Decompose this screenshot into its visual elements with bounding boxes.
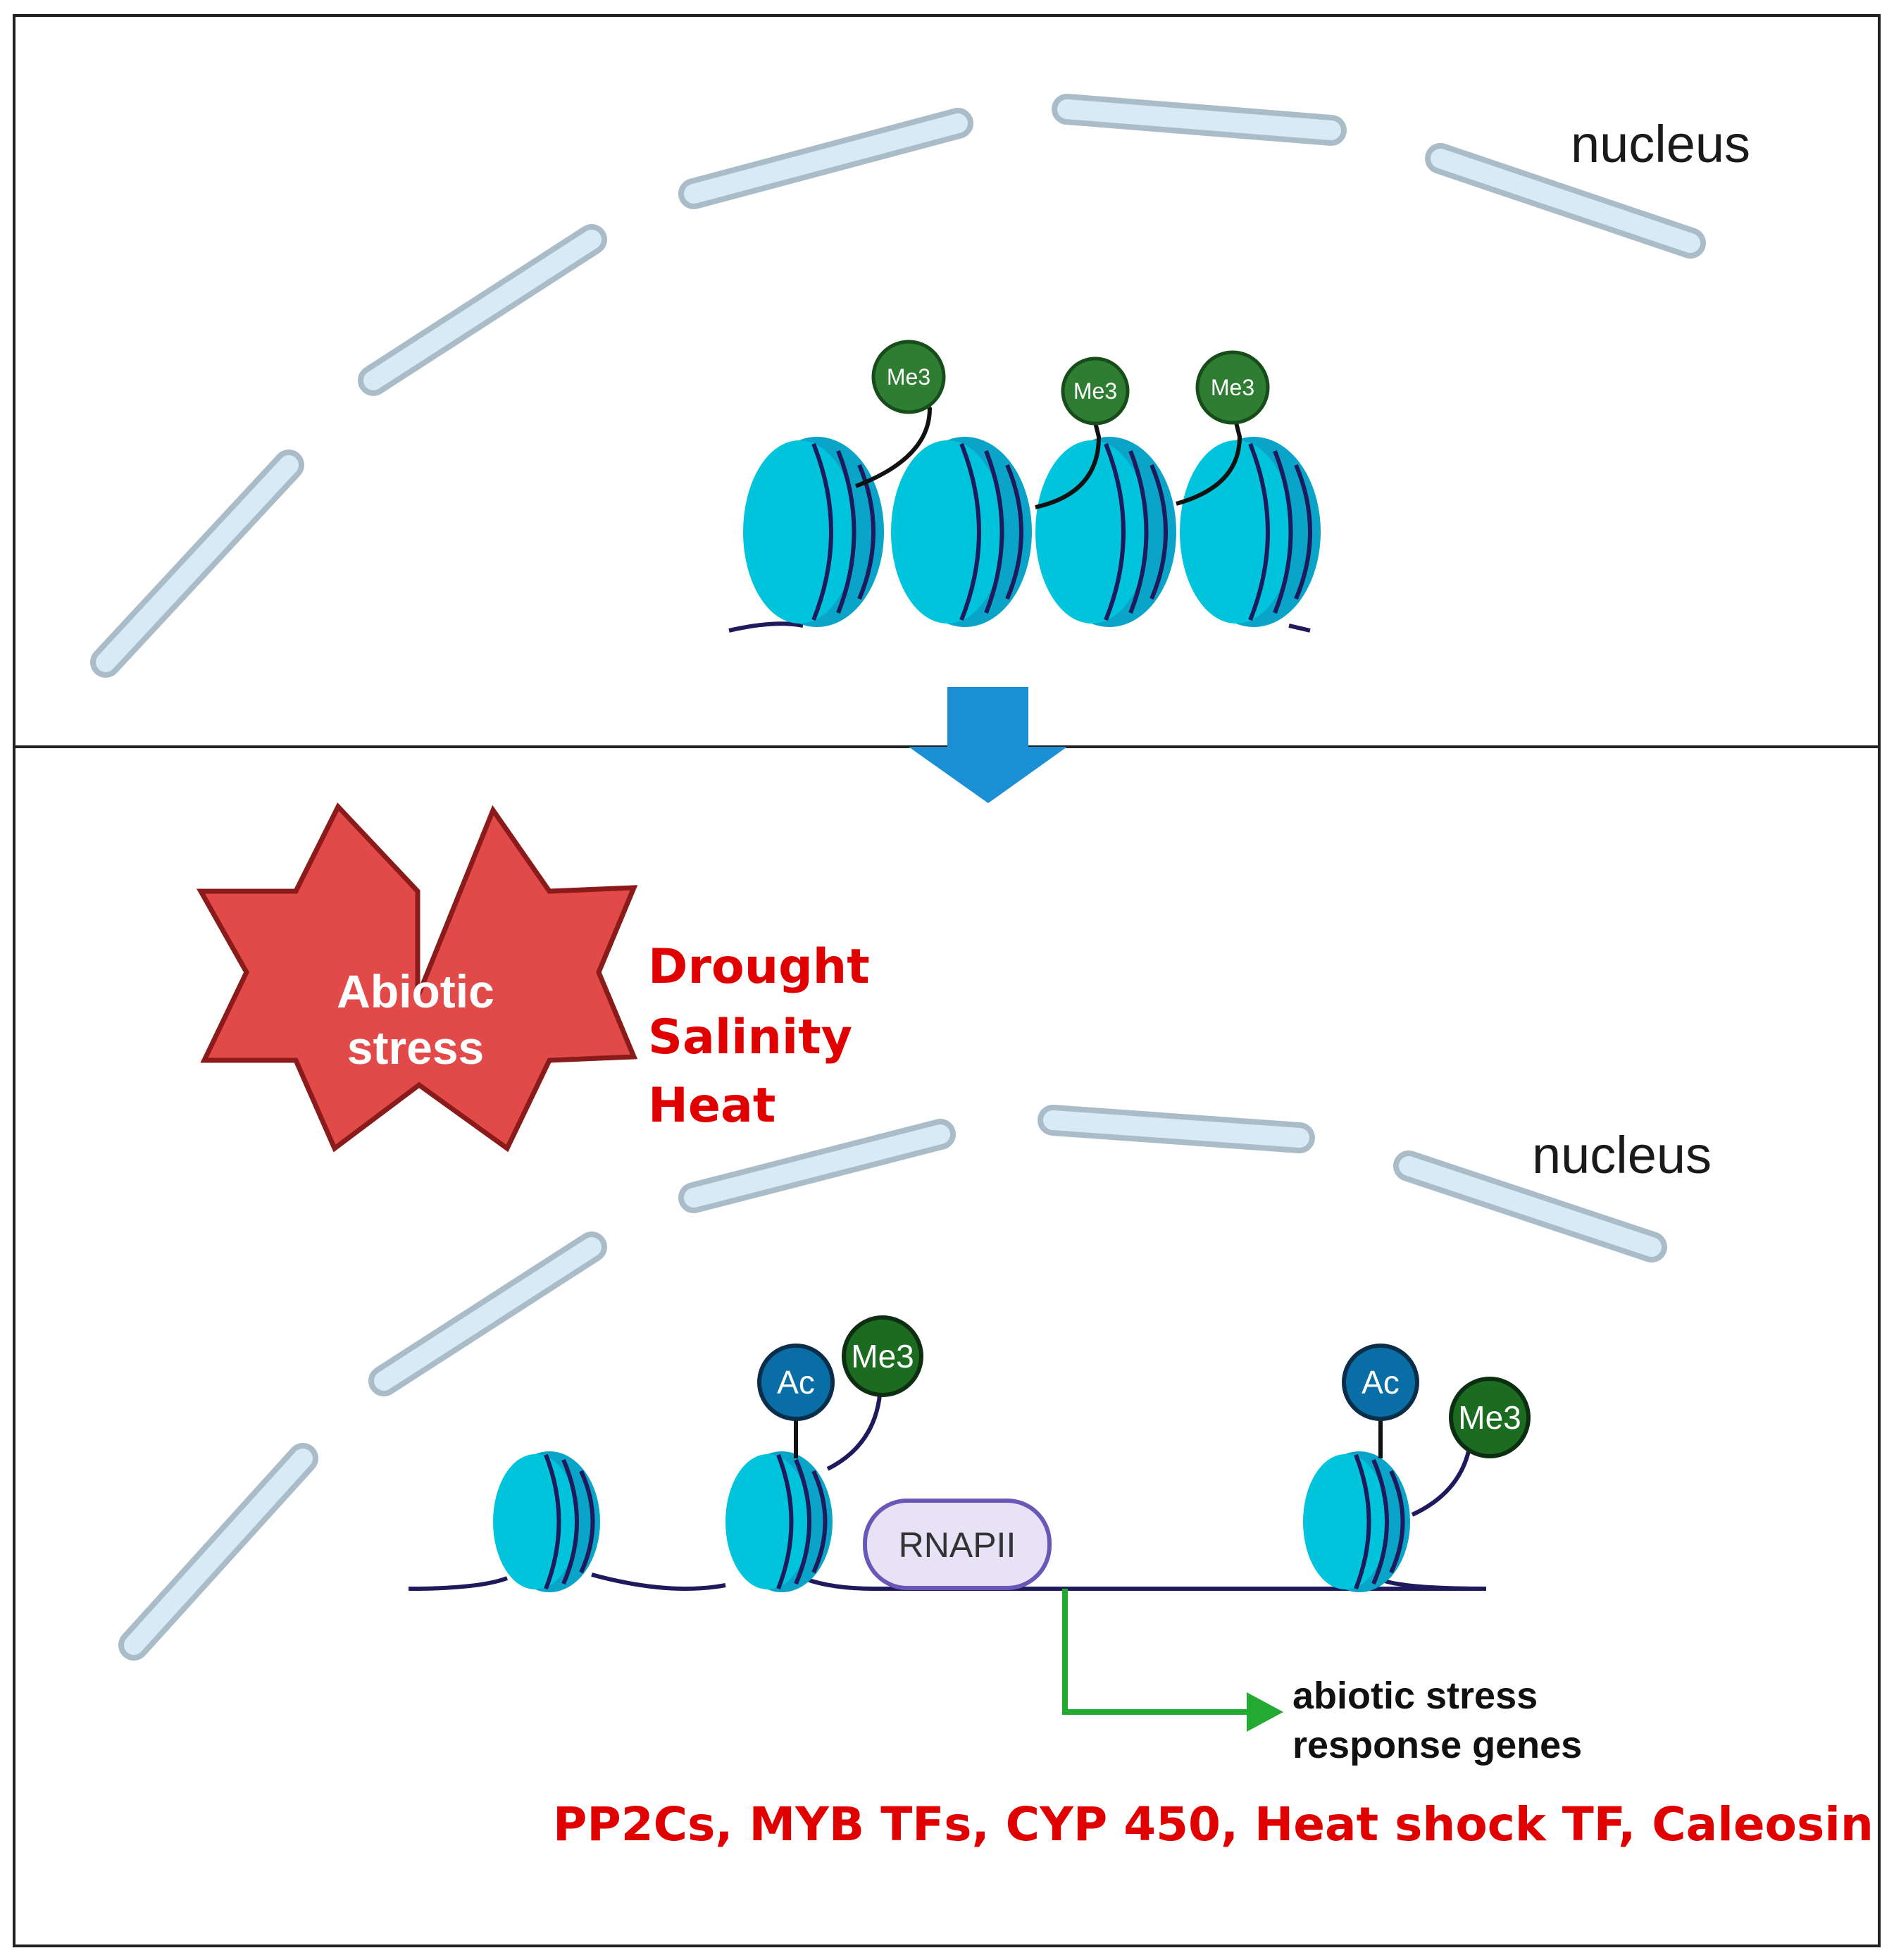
svg-text:Ac: Ac bbox=[1362, 1364, 1400, 1401]
svg-text:Me3: Me3 bbox=[851, 1338, 914, 1375]
nucleosome bbox=[1035, 437, 1176, 627]
nucleosome bbox=[1303, 1451, 1410, 1592]
stress-type-drought: Drought bbox=[648, 939, 870, 995]
svg-text:Me3: Me3 bbox=[1458, 1399, 1521, 1436]
histone-tail bbox=[854, 392, 933, 488]
svg-text:Abiotic: Abiotic bbox=[337, 965, 494, 1017]
stress-type-salinity: Salinity bbox=[648, 1010, 852, 1065]
ac-mark-left: Ac bbox=[757, 1344, 835, 1421]
histone-tail bbox=[1411, 1451, 1471, 1517]
svg-text:Me3: Me3 bbox=[1073, 378, 1117, 404]
nuclear-envelope-bottom bbox=[118, 1105, 1667, 1661]
transcription-arrow bbox=[1062, 1589, 1283, 1732]
figure-frame bbox=[13, 14, 1881, 1947]
me3-mark-right: Me3 bbox=[1449, 1377, 1531, 1458]
transition-arrow bbox=[909, 687, 1067, 803]
abiotic-stress-star: Abiotic stress bbox=[197, 802, 638, 1153]
nucleosome bbox=[493, 1451, 600, 1592]
nuclear-envelope-top bbox=[90, 94, 1706, 678]
me3-mark: Me3 bbox=[1061, 356, 1130, 426]
nucleosome bbox=[743, 437, 884, 627]
nucleosome bbox=[891, 437, 1032, 627]
nucleosome bbox=[1180, 437, 1321, 627]
gene-list: PP2Cs, MYB TFs, CYP 450, Heat shock TF, … bbox=[553, 1797, 1874, 1852]
histone-tail bbox=[826, 1387, 883, 1471]
nucleus-label-bottom: nucleus bbox=[1532, 1126, 1712, 1184]
me3-mark-left: Me3 bbox=[842, 1315, 923, 1397]
nucleus-label-top: nucleus bbox=[1571, 115, 1750, 173]
svg-text:Ac: Ac bbox=[777, 1364, 815, 1401]
svg-text:RNAPII: RNAPII bbox=[899, 1525, 1016, 1565]
svg-text:Me3: Me3 bbox=[1211, 375, 1254, 400]
nucleosome bbox=[725, 1451, 833, 1592]
condensed-chromatin: Me3 Me3 Me3 bbox=[728, 340, 1321, 633]
ac-mark-right: Ac bbox=[1342, 1344, 1419, 1421]
rnapii-complex: RNAPII bbox=[863, 1499, 1052, 1590]
me3-mark: Me3 bbox=[871, 340, 946, 414]
histone-tail bbox=[1035, 422, 1102, 509]
me3-mark: Me3 bbox=[1195, 350, 1270, 425]
histone-tail bbox=[1176, 422, 1242, 506]
svg-text:stress: stress bbox=[347, 1022, 485, 1074]
dna-strand-top bbox=[728, 621, 1311, 633]
stress-type-heat: Heat bbox=[648, 1078, 775, 1134]
genes-label-line1: abiotic stress bbox=[1292, 1675, 1538, 1717]
open-chromatin: Ac Me3 Ac Me3 RNAPII bbox=[408, 1315, 1531, 1592]
dna-strand-bottom bbox=[408, 1573, 1487, 1591]
svg-text:Me3: Me3 bbox=[887, 364, 930, 390]
genes-label-line2: response genes bbox=[1292, 1724, 1582, 1766]
